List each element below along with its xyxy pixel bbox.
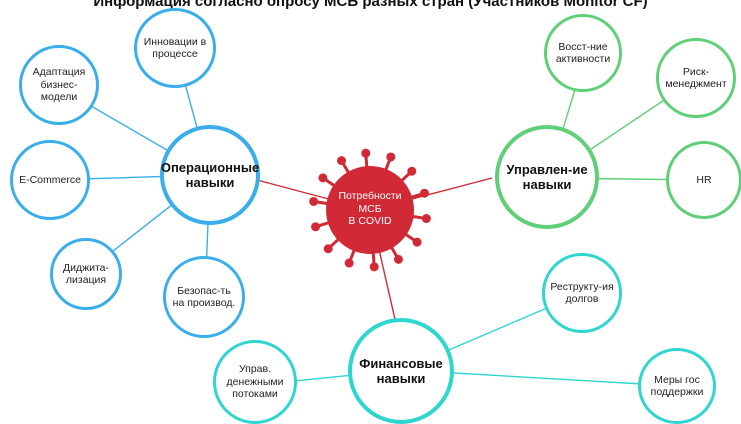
node-cashflow-management: Управ. денежными потоками: [213, 340, 297, 424]
virus-spike-tip: [337, 156, 347, 166]
node-label: Инновации в процессе: [143, 35, 207, 60]
virus-spike-tip: [344, 258, 354, 268]
node-label: Меры гос поддержки: [650, 373, 704, 398]
virus-spike-tip: [369, 262, 379, 272]
hub-management-skills: Управлен-ие навыки: [495, 125, 599, 229]
node-label: Адаптация бизнес- модели: [32, 66, 86, 104]
covid-virus-icon: [309, 148, 431, 272]
virus-spike-tip: [318, 173, 328, 183]
hub-operational-skills: Операционные навыки: [160, 125, 260, 225]
node-label: E-Commerce: [19, 173, 81, 186]
node-activity-recovery: Восст-ние активности: [544, 14, 622, 92]
virus-spike-tip: [419, 188, 429, 198]
node-ecommerce: E-Commerce: [10, 140, 90, 220]
virus-spike-tip: [309, 196, 319, 206]
node-label: HR: [696, 173, 712, 186]
virus-spike-tip: [386, 152, 396, 162]
node-process-innovation: Инновации в процессе: [134, 8, 216, 88]
node-label: Реструкту-ия долгов: [550, 280, 614, 305]
node-label: Диджита- лизация: [62, 261, 110, 286]
virus-spike-tip: [361, 148, 371, 158]
hub-operational-label: Операционные навыки: [160, 159, 260, 190]
node-label: Безопас-ть на производ.: [172, 284, 236, 309]
virus-spike-tip: [421, 214, 431, 224]
center-node-label: Потребности МСБ В COVID: [338, 190, 402, 228]
node-business-model-adaptation: Адаптация бизнес- модели: [19, 45, 99, 125]
node-state-support: Меры гос поддержки: [638, 348, 716, 424]
node-digitalization: Диджита- лизация: [50, 238, 122, 310]
virus-spike-tip: [407, 166, 417, 176]
virus-spike-tip: [393, 254, 403, 264]
hub-finance-skills: Финансовые навыки: [348, 318, 454, 424]
hub-finance-label: Финансовые навыки: [359, 355, 443, 386]
page-title: Информация согласно опросу МСБ разных ст…: [93, 0, 648, 10]
node-production-safety: Безопас-ть на производ.: [163, 256, 245, 338]
node-risk-management: Риск- менеджмент: [656, 38, 736, 118]
virus-spike-tip: [323, 244, 333, 254]
node-debt-restructuring: Реструкту-ия долгов: [542, 253, 622, 333]
node-label: Восст-ние активности: [555, 40, 611, 65]
hub-management-label: Управлен-ие навыки: [506, 161, 588, 192]
node-hr: HR: [666, 141, 741, 219]
virus-spike-tip: [412, 237, 422, 247]
node-label: Управ. денежными потоками: [226, 363, 284, 401]
virus-spike-tip: [311, 222, 321, 232]
node-label: Риск- менеджмент: [665, 65, 727, 90]
